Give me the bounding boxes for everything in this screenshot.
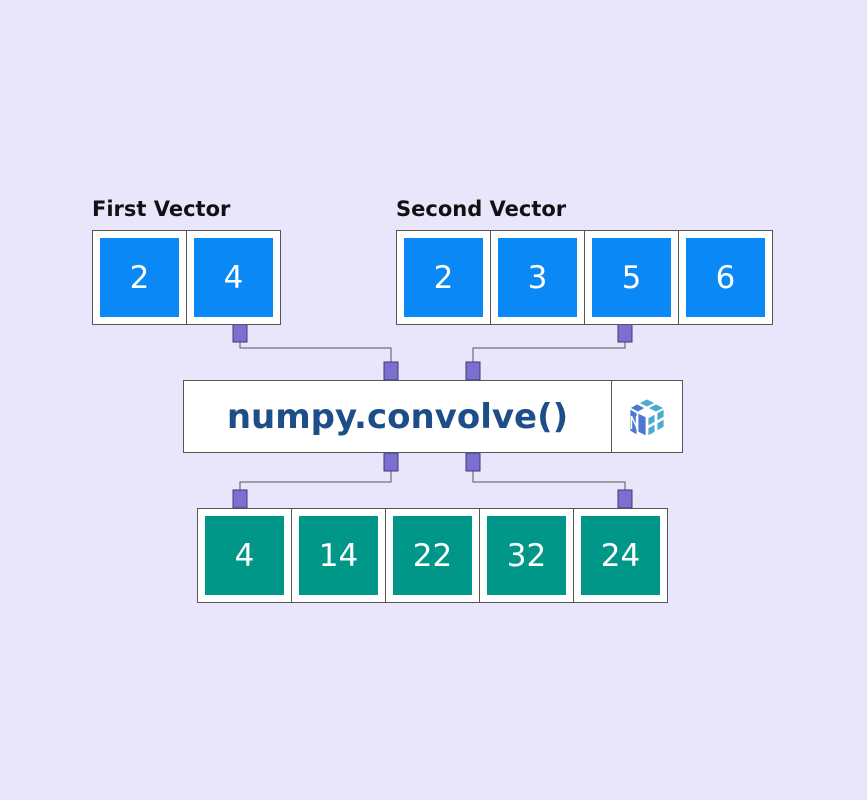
vector-cell: 4: [186, 230, 281, 325]
vector-cell: 5: [584, 230, 679, 325]
vector-cell: 22: [385, 508, 480, 603]
result-value: 14: [299, 516, 378, 595]
first-vector-label: First Vector: [92, 197, 231, 221]
result-value: 4: [205, 516, 284, 595]
vector-cell: 6: [678, 230, 773, 325]
second-vector: 2 3 5 6: [396, 230, 773, 325]
vector-cell: 2: [92, 230, 187, 325]
result-value: 24: [581, 516, 660, 595]
result-vector: 4 14 22 32 24: [197, 508, 668, 603]
vector-cell: 4: [197, 508, 292, 603]
function-name: numpy.convolve(): [226, 396, 569, 437]
connector-port: [232, 323, 248, 343]
first-vector: 2 4: [92, 230, 281, 325]
function-box: numpy.convolve(): [183, 380, 683, 453]
vector-cell: 14: [291, 508, 386, 603]
numpy-logo-icon: [611, 381, 682, 452]
vector-value: 2: [404, 238, 483, 317]
vector-cell: 2: [396, 230, 491, 325]
vector-value: 5: [592, 238, 671, 317]
connector-port: [383, 361, 399, 381]
connector-port: [232, 489, 248, 509]
result-value: 32: [487, 516, 566, 595]
connector-port: [383, 452, 399, 472]
result-value: 22: [393, 516, 472, 595]
connector-port: [617, 323, 633, 343]
vector-cell: 32: [479, 508, 574, 603]
vector-cell: 24: [573, 508, 668, 603]
connector-port: [465, 361, 481, 381]
vector-value: 4: [194, 238, 273, 317]
vector-value: 6: [686, 238, 765, 317]
vector-value: 2: [100, 238, 179, 317]
vector-cell: 3: [490, 230, 585, 325]
vector-value: 3: [498, 238, 577, 317]
connector-port: [465, 452, 481, 472]
second-vector-label: Second Vector: [396, 197, 567, 221]
connector-port: [617, 489, 633, 509]
